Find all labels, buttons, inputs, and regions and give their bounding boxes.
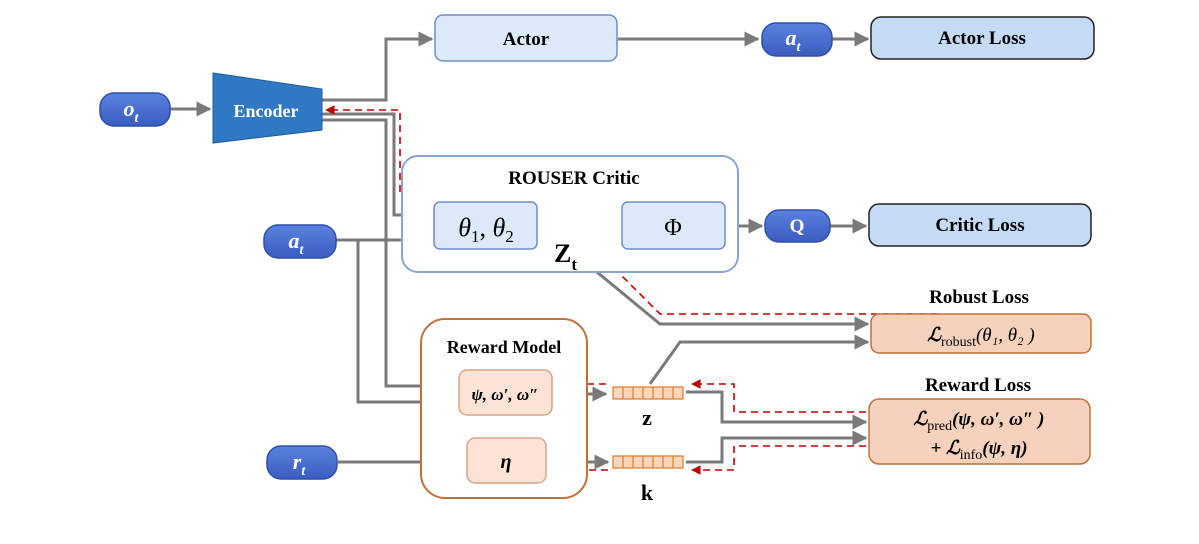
pred-loss-formula: ℒpred(ψ, ω′, ω″ ): [914, 409, 1045, 434]
a-t-input: at: [263, 224, 337, 259]
critic-title: ROUSER Critic: [508, 168, 639, 189]
k-buffer: [612, 455, 684, 469]
svg-text:ot: ot: [124, 96, 140, 126]
actor-label: Actor: [503, 29, 550, 50]
r-t-input: rt: [266, 445, 338, 480]
robust-loss-formula: ℒrobust(θ₁, θ₂ ): [927, 325, 1034, 350]
z-label: z: [642, 405, 652, 430]
svg-text:at: at: [289, 228, 305, 258]
critic-loss-block: Critic Loss: [868, 203, 1092, 247]
actor-block: Actor: [434, 14, 618, 62]
o-t-label: o: [124, 96, 135, 121]
robust-loss-title: Robust Loss: [929, 287, 1029, 308]
actor-loss-block: Actor Loss: [870, 16, 1095, 60]
phi-label: Φ: [664, 215, 682, 241]
psi-omega-block: [458, 369, 553, 416]
svg-text:at: at: [786, 25, 802, 55]
reward-loss-block: ℒpred(ψ, ω′, ω″ ) + ℒinfo(ψ, η): [868, 398, 1091, 465]
info-loss-formula: + ℒinfo(ψ, η): [930, 438, 1027, 463]
svg-text:Q: Q: [790, 216, 805, 237]
encoder-label: Encoder: [234, 101, 299, 121]
critic-loss-label: Critic Loss: [935, 215, 1024, 236]
reward-loss-title: Reward Loss: [925, 375, 1031, 396]
psi-omega-label: ψ, ω′, ω″: [471, 385, 538, 404]
svg-text:rt: rt: [293, 449, 307, 479]
z-t-label: Zt: [554, 239, 577, 274]
theta-label: θ1, θ2: [458, 213, 514, 246]
z-buffer: [612, 386, 684, 400]
q-output: Q: [764, 209, 831, 243]
theta-block: [433, 201, 538, 250]
a-t-output: at: [761, 22, 833, 57]
o-t-input: ot: [99, 92, 171, 127]
actor-loss-label: Actor Loss: [938, 28, 1026, 49]
robust-loss-block: ℒrobust(θ₁, θ₂ ): [870, 313, 1092, 354]
eta-block: [466, 437, 547, 484]
encoder-block: Encoder: [212, 72, 323, 144]
rouser-critic-container: ROUSER Critic θ1, θ2 Φ: [401, 155, 739, 273]
eta-label: η: [501, 451, 512, 473]
reward-model-container: Reward Model ψ, ω′, ω″ η: [420, 318, 588, 499]
k-label: k: [641, 480, 654, 505]
reward-model-title: Reward Model: [447, 337, 561, 357]
phi-block: [621, 201, 726, 250]
